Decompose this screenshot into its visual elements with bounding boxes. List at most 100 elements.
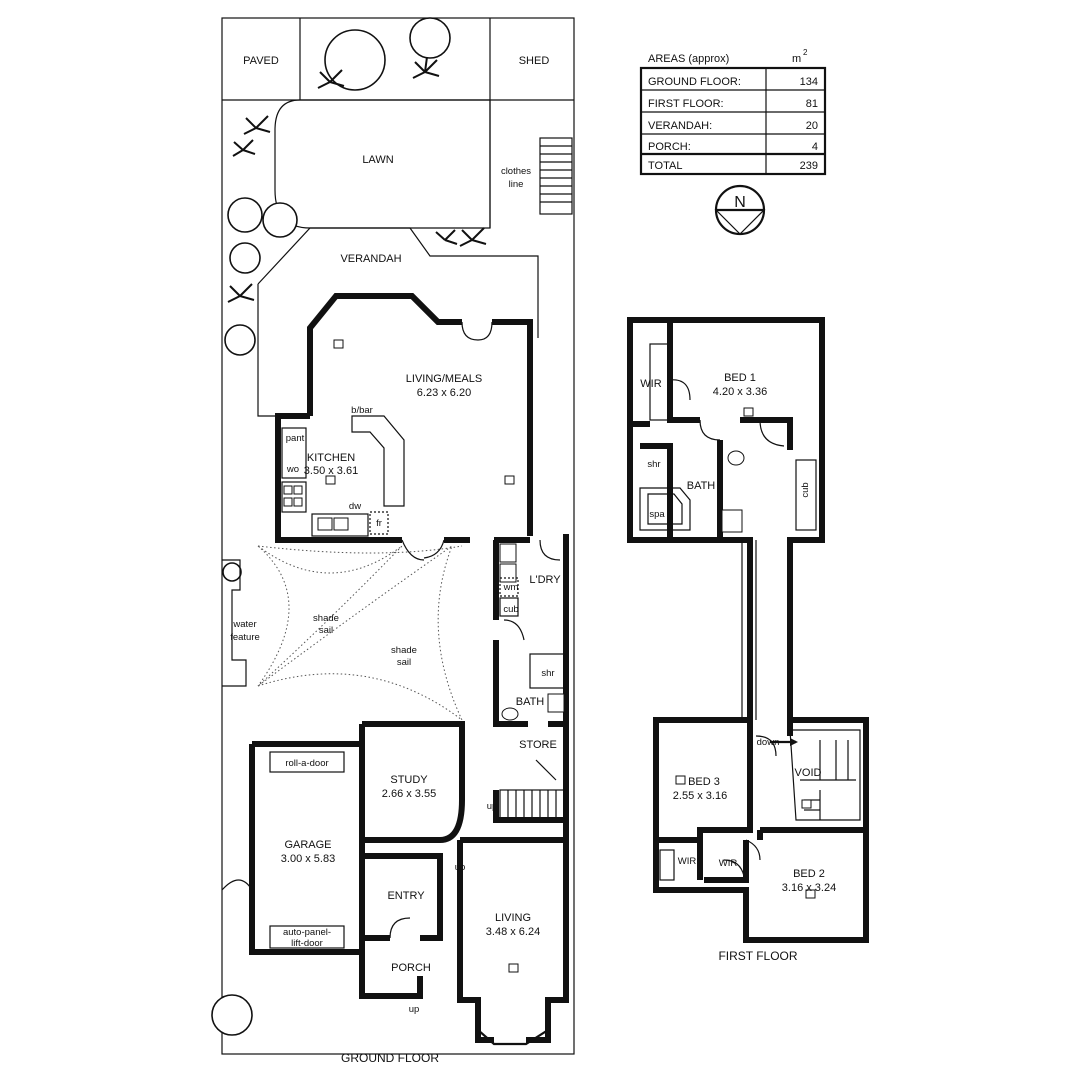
bed1-dim: 4.20 x 3.36: [713, 386, 767, 398]
clothes-line-steps: [539, 137, 573, 215]
shade-sail-lines: [257, 544, 463, 721]
porch-up-label: up: [409, 1004, 420, 1015]
paved-label: PAVED: [243, 55, 279, 67]
shade-sail-label: shade: [313, 613, 339, 624]
ceiling-fixture-icon: [675, 407, 816, 899]
kitchen-bench: [281, 415, 405, 537]
spa-label: spa: [649, 509, 665, 520]
wm-label: wm: [503, 582, 519, 593]
ceiling-fixture-icon: [325, 339, 519, 973]
water-feature-outline: [222, 559, 247, 687]
study-dim: 2.66 x 3.55: [382, 788, 436, 800]
shade-sail-label: sail: [319, 625, 333, 636]
bbar-label: b/bar: [351, 405, 373, 416]
cub-label: cub: [503, 604, 518, 615]
first-bath-fixtures: [639, 450, 817, 533]
first-floor-walls: [627, 317, 869, 943]
living-meals-label: LIVING/MEALS: [406, 373, 482, 385]
auto-panel-label: auto-panel-: [283, 927, 331, 938]
kitchen-label: KITCHEN: [307, 452, 355, 464]
areas-row-value: 20: [806, 120, 818, 132]
kitchen-dim: 3.50 x 3.61: [304, 465, 358, 477]
north-label: N: [734, 194, 746, 211]
labels: AREAS (approx) m 2 GROUND FLOOR: 134 FIR…: [230, 48, 836, 1065]
void-label: VOID: [795, 767, 822, 779]
lawn-label: LAWN: [362, 154, 393, 166]
garage-dim: 3.00 x 5.83: [281, 853, 335, 865]
first-bath-label: BATH: [687, 480, 716, 492]
garage-doors: [269, 751, 345, 949]
areas-unit: m: [792, 53, 801, 65]
bed3-dim: 2.55 x 3.16: [673, 790, 727, 802]
areas-row-value: 4: [812, 141, 818, 153]
areas-total-label: TOTAL: [648, 160, 682, 172]
wir-rails: [649, 343, 675, 881]
first-stairs: [770, 729, 861, 821]
areas-row-label: FIRST FLOOR:: [648, 98, 724, 110]
areas-total-value: 239: [800, 160, 818, 172]
shade-sail-label: shade: [391, 645, 417, 656]
wir2-partition: [704, 840, 749, 883]
water-feature-label: feature: [230, 632, 260, 643]
ground-stairs: [499, 759, 565, 819]
entry-up-label: up: [455, 862, 466, 873]
wir-label: WIR: [640, 378, 661, 390]
areas-unit-sup: 2: [803, 48, 808, 57]
bath-label: BATH: [516, 696, 545, 708]
first-door-swings: [669, 379, 785, 877]
porch-label: PORCH: [391, 962, 431, 974]
tree-icon: [211, 17, 451, 1036]
living-dim: 3.48 x 6.24: [486, 926, 540, 938]
door-swings: [221, 321, 561, 939]
bed3-partition: [656, 720, 753, 880]
first-floor-plan: [627, 317, 869, 943]
bed2-label: BED 2: [793, 868, 825, 880]
bed3-label: BED 3: [688, 776, 720, 788]
areas-row-value: 81: [806, 98, 818, 110]
laundry-label: L'DRY: [529, 574, 561, 586]
laundry-fixtures: [499, 543, 519, 617]
shed-label: SHED: [519, 55, 550, 67]
roll-a-door-label: roll-a-door: [285, 758, 328, 769]
garage-label: GARAGE: [284, 839, 331, 851]
living-label: LIVING: [495, 912, 531, 924]
down-label: down: [757, 737, 780, 748]
bed1-partition: [630, 320, 793, 450]
ground-floor-title: GROUND FLOOR: [341, 1051, 439, 1065]
first-shower-label: shr: [647, 459, 660, 470]
bath-partition: [640, 440, 723, 540]
fr-label: fr: [376, 518, 382, 529]
entry-label: ENTRY: [387, 890, 425, 902]
bed2-dim: 3.16 x 3.24: [782, 882, 836, 894]
dw-label: dw: [349, 501, 361, 512]
stairs-up-label: up: [487, 801, 498, 812]
shower-label: shr: [541, 668, 554, 679]
areas-row-label: GROUND FLOOR:: [648, 76, 741, 88]
lot-boundary: [221, 17, 575, 1055]
areas-header: AREAS (approx): [648, 53, 729, 65]
areas-row-value: 134: [800, 76, 818, 88]
store-label: STORE: [519, 739, 557, 751]
first-cub-label: cub: [800, 482, 811, 497]
lawn-outline: [274, 99, 491, 229]
bath-fixtures: [501, 653, 565, 721]
north-arrow-icon: [714, 184, 766, 236]
verandah-label: VERANDAH: [340, 253, 401, 265]
bay-window: [476, 1000, 550, 1046]
areas-row-label: VERANDAH:: [648, 120, 712, 132]
wir-label: WIR: [678, 856, 697, 867]
ground-floor-plan: [211, 17, 575, 1055]
areas-table: [639, 66, 827, 176]
study-label: STUDY: [390, 774, 428, 786]
areas-row-label: PORCH:: [648, 141, 691, 153]
wir-label: WIR: [719, 858, 738, 869]
first-floor-title: FIRST FLOOR: [718, 949, 797, 963]
pant-label: pant: [286, 433, 305, 444]
clothes-line-label: clothes: [501, 166, 531, 177]
water-feature-label: water: [232, 619, 256, 630]
bed1-label: BED 1: [724, 372, 756, 384]
ground-floor-walls: [249, 293, 569, 1043]
living-meals-dim: 6.23 x 6.20: [417, 387, 471, 399]
auto-panel-label: lift-door: [291, 938, 323, 949]
